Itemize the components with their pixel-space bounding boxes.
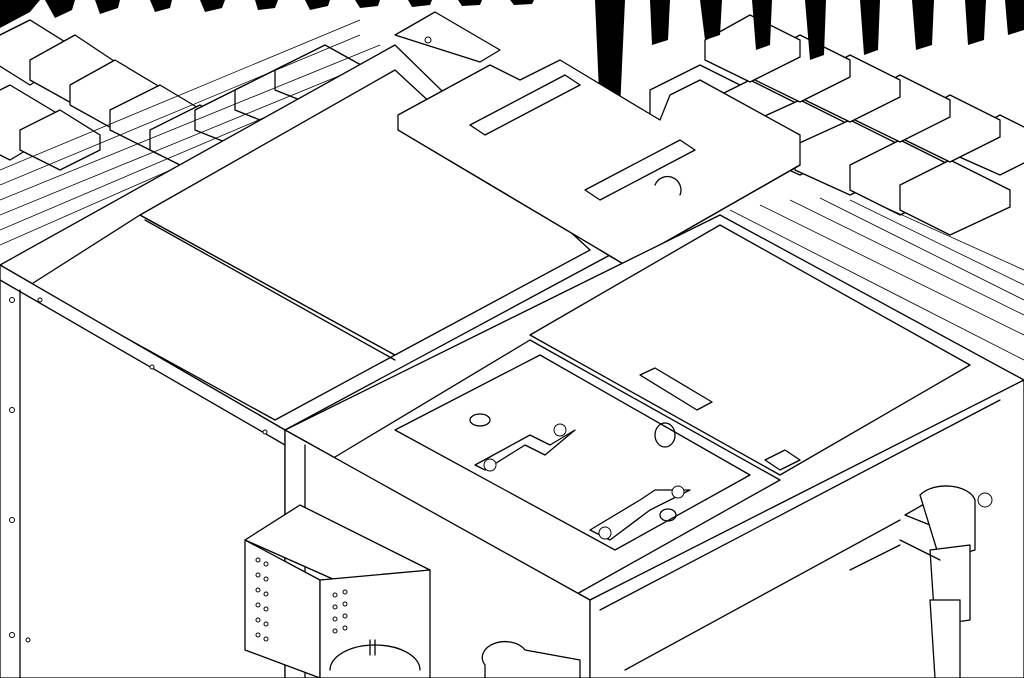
vent-holes (256, 558, 347, 641)
motor-housing (245, 505, 430, 678)
mounting-brackets (470, 414, 690, 540)
fin-tooth-row (0, 0, 534, 28)
rivets-left (10, 298, 268, 643)
slotted-cover-plate (395, 12, 800, 265)
pipe-fittings (482, 486, 992, 678)
